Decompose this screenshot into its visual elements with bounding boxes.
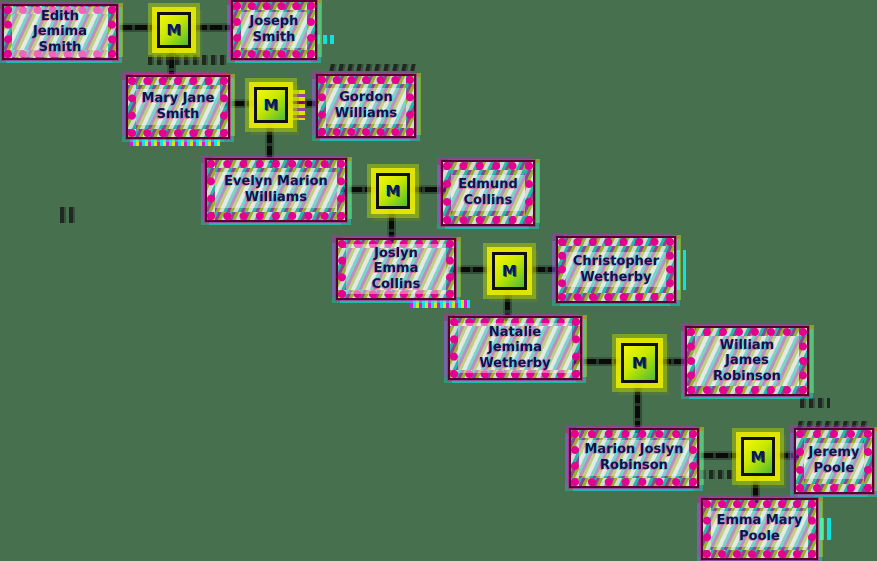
- person-name: Jeremy Poole: [803, 443, 865, 479]
- person-node-marion-joslyn-robinson[interactable]: Marion Joslyn Robinson: [569, 428, 699, 488]
- glitch-artifact: [293, 90, 305, 120]
- glitch-artifact: [800, 398, 830, 408]
- person-name: Natalie Jemima Wetherby: [458, 322, 572, 374]
- glitch-artifact: [410, 300, 470, 308]
- marriage-label: M: [502, 262, 517, 280]
- child-line-2: [267, 121, 272, 163]
- person-node-edmund-collins[interactable]: Edmund Collins: [441, 160, 535, 226]
- marriage-node-6[interactable]: M: [741, 437, 775, 476]
- glitch-artifact: [700, 470, 740, 479]
- person-node-joseph-smith[interactable]: Joseph Smith: [231, 0, 317, 60]
- person-node-edith-jemima-smith[interactable]: Edith Jemima Smith: [2, 4, 118, 60]
- marriage-node-5[interactable]: M: [621, 343, 658, 383]
- marriage-node-4[interactable]: M: [492, 252, 527, 290]
- child-line-5: [635, 381, 640, 433]
- person-node-emma-mary-poole[interactable]: Emma Mary Poole: [701, 498, 818, 560]
- glitch-artifact: [148, 55, 228, 65]
- person-name: Mary Jane Smith: [136, 89, 220, 125]
- person-name: Gordon Williams: [326, 88, 406, 124]
- person-name: Joslyn Emma Collins: [346, 243, 446, 295]
- person-node-william-james-robinson[interactable]: William James Robinson: [685, 326, 809, 396]
- person-node-natalie-jemima-wetherby[interactable]: Natalie Jemima Wetherby: [448, 316, 582, 380]
- person-name: Marion Joslyn Robinson: [579, 440, 689, 476]
- person-name: Edmund Collins: [451, 175, 525, 211]
- glitch-artifact: [316, 35, 334, 44]
- marriage-node-2[interactable]: M: [254, 87, 288, 123]
- person-name: Edith Jemima Smith: [12, 6, 108, 58]
- glitch-artifact: [820, 518, 834, 540]
- illegible-annotation: [329, 64, 416, 71]
- marriage-node-3[interactable]: M: [376, 173, 410, 209]
- person-name: Evelyn Marion Williams: [215, 172, 337, 208]
- person-node-evelyn-marion-williams[interactable]: Evelyn Marion Williams: [205, 158, 347, 222]
- marriage-label: M: [632, 354, 647, 372]
- glitch-artifact: [676, 250, 686, 290]
- marriage-label: M: [750, 447, 766, 466]
- marriage-label: M: [385, 182, 401, 200]
- child-line-4: [505, 288, 510, 321]
- person-node-jeremy-poole[interactable]: Jeremy Poole: [794, 428, 874, 494]
- person-node-mary-jane-smith[interactable]: Mary Jane Smith: [126, 75, 230, 139]
- person-name: Christopher Wetherby: [566, 251, 666, 288]
- glitch-artifact: [60, 207, 76, 223]
- person-name: William James Robinson: [695, 335, 799, 387]
- child-line-3: [389, 207, 394, 243]
- marriage-label: M: [166, 21, 182, 39]
- illegible-annotation: [797, 421, 869, 428]
- marriage-label: M: [263, 96, 279, 114]
- glitch-artifact: [130, 138, 220, 146]
- child-line-6: [753, 474, 758, 503]
- person-node-joslyn-emma-collins[interactable]: Joslyn Emma Collins: [336, 238, 456, 300]
- person-node-gordon-williams[interactable]: Gordon Williams: [316, 74, 416, 138]
- person-name: Emma Mary Poole: [711, 511, 808, 547]
- person-node-christopher-wetherby[interactable]: Christopher Wetherby: [556, 236, 676, 303]
- person-name: Joseph Smith: [241, 12, 307, 48]
- marriage-node-1[interactable]: M: [157, 12, 191, 48]
